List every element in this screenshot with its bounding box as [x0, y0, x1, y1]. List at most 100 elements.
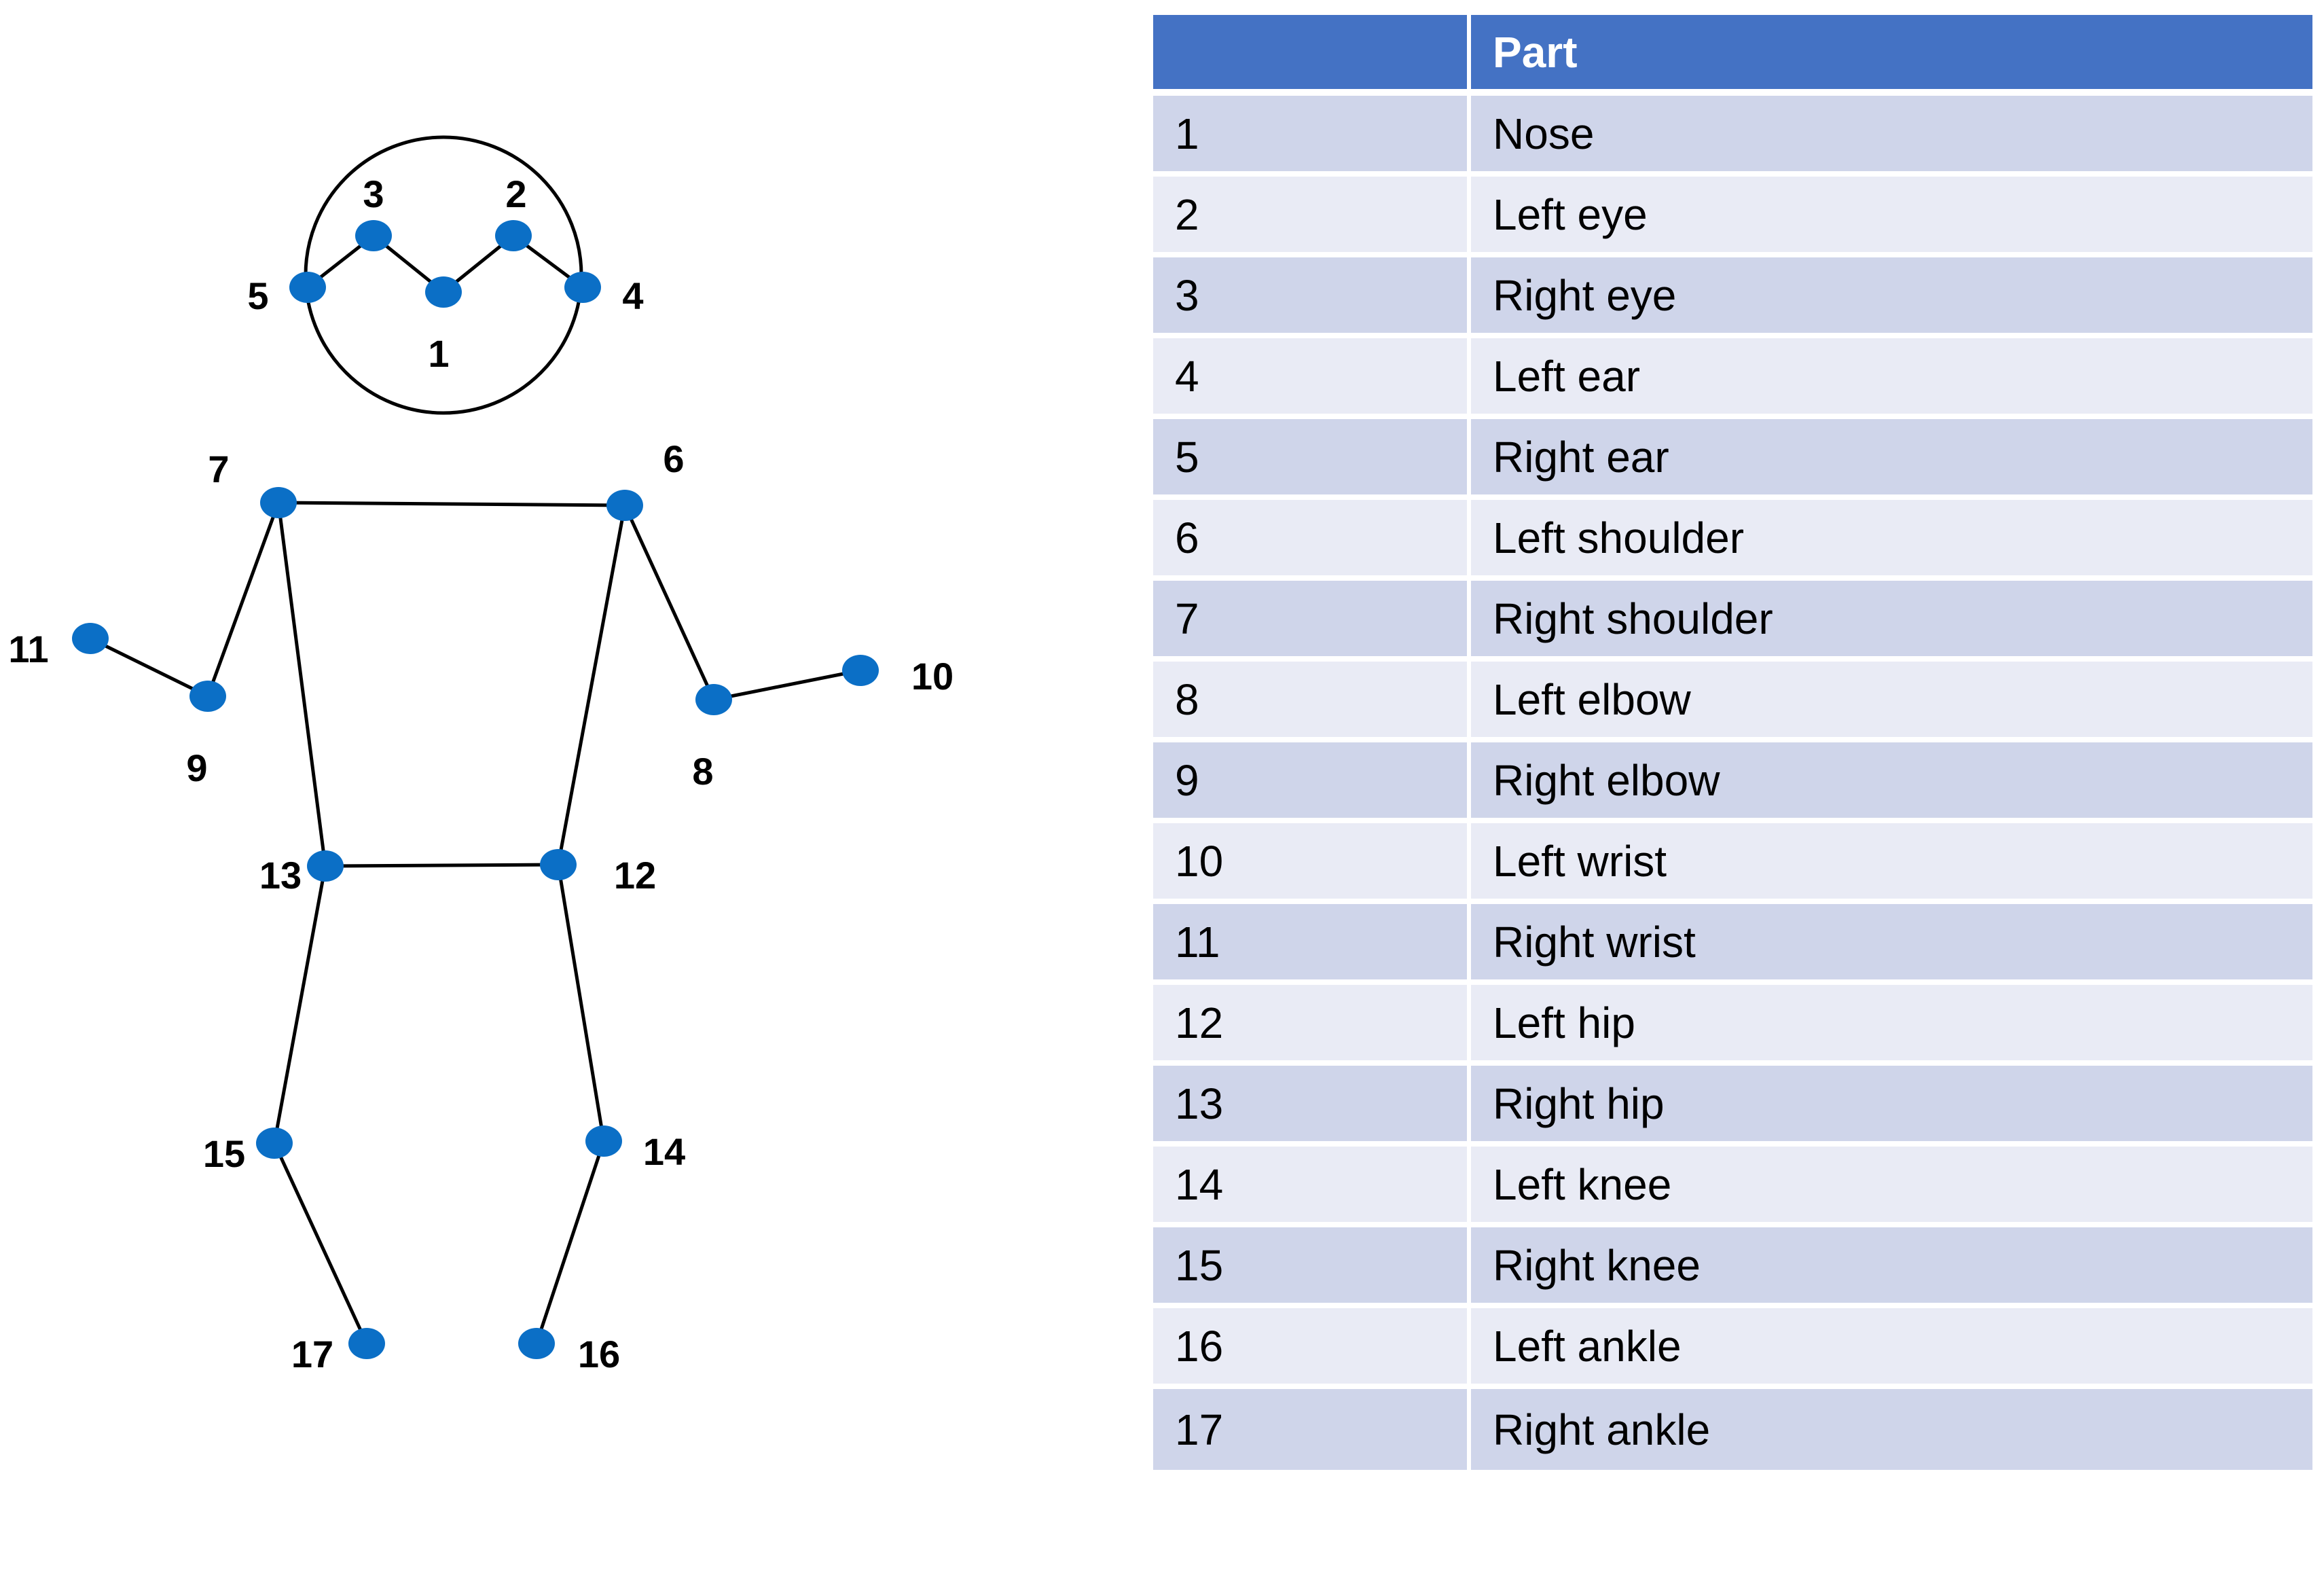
keypoint-label-14: 14 [643, 1130, 685, 1173]
cell-part: Right hip [1471, 1066, 2312, 1147]
bone-7-9 [206, 502, 280, 697]
cell-id: 2 [1153, 177, 1471, 257]
keypoint-label-12: 12 [614, 854, 656, 897]
joint-5 [289, 272, 326, 303]
table-row: 3 Right eye [1153, 257, 2312, 338]
bone-9-11 [89, 636, 209, 698]
cell-part: Right eye [1471, 257, 2312, 338]
bone-14-16 [534, 1140, 606, 1344]
cell-part: Left eye [1471, 177, 2312, 257]
table-row: 12 Left hip [1153, 985, 2312, 1066]
joint-group [72, 220, 879, 1359]
joint-2 [495, 220, 532, 251]
bone-6-8 [623, 504, 716, 701]
table-row: 2 Left eye [1153, 177, 2312, 257]
keypoint-label-10: 10 [911, 655, 954, 698]
joint-9 [189, 681, 226, 712]
header-part: Part [1471, 15, 2312, 96]
cell-id: 6 [1153, 500, 1471, 581]
bone-8-10 [713, 668, 861, 702]
table-row: 1 Nose [1153, 96, 2312, 177]
cell-id: 3 [1153, 257, 1471, 338]
joint-3 [355, 220, 392, 251]
cell-id: 8 [1153, 662, 1471, 742]
cell-id: 15 [1153, 1227, 1471, 1308]
cell-id: 11 [1153, 904, 1471, 985]
joint-1 [425, 276, 462, 308]
bone-12-14 [556, 864, 606, 1142]
joint-12 [540, 849, 577, 880]
keypoint-label-7: 7 [208, 448, 229, 490]
joint-17 [348, 1328, 385, 1359]
cell-id: 4 [1153, 338, 1471, 419]
cell-id: 9 [1153, 742, 1471, 823]
keypoint-label-17: 17 [291, 1333, 333, 1375]
table-row: 17 Right ankle [1153, 1389, 2312, 1470]
joint-13 [307, 850, 344, 882]
cell-id: 16 [1153, 1308, 1471, 1389]
cell-part: Right shoulder [1471, 581, 2312, 662]
keypoint-label-11: 11 [8, 628, 48, 670]
cell-part: Right wrist [1471, 904, 2312, 985]
bone-13-12 [325, 863, 559, 868]
keypoint-label-3: 3 [363, 173, 384, 215]
keypoint-parts-table: Part 1 Nose 2 Left eye 3 Right eye 4 Lef… [1153, 15, 2312, 1470]
bone-7-6 [278, 501, 625, 507]
header-id [1153, 15, 1471, 96]
joint-14 [585, 1125, 622, 1157]
cell-part: Right elbow [1471, 742, 2312, 823]
joint-4 [564, 272, 601, 303]
joint-6 [606, 490, 643, 521]
cell-part: Left shoulder [1471, 500, 2312, 581]
bone-15-17 [272, 1142, 369, 1345]
table-row: 16 Left ankle [1153, 1308, 2312, 1389]
table-row: 11 Right wrist [1153, 904, 2312, 985]
cell-id: 7 [1153, 581, 1471, 662]
table-row: 5 Right ear [1153, 419, 2312, 500]
table-row: 10 Left wrist [1153, 823, 2312, 904]
joint-15 [256, 1128, 293, 1159]
cell-id: 12 [1153, 985, 1471, 1066]
bone-6-12 [556, 505, 627, 865]
cell-part: Right ankle [1471, 1389, 2312, 1470]
keypoint-label-5: 5 [247, 274, 268, 317]
cell-part: Left ear [1471, 338, 2312, 419]
cell-id: 14 [1153, 1147, 1471, 1227]
joint-8 [695, 684, 732, 715]
table-row: 9 Right elbow [1153, 742, 2312, 823]
keypoint-label-6: 6 [663, 437, 684, 480]
table-row: 7 Right shoulder [1153, 581, 2312, 662]
keypoint-label-4: 4 [622, 274, 643, 317]
joint-10 [842, 655, 879, 686]
cell-part: Left knee [1471, 1147, 2312, 1227]
cell-part: Left elbow [1471, 662, 2312, 742]
cell-id: 1 [1153, 96, 1471, 177]
keypoint-label-1: 1 [428, 332, 449, 375]
joint-7 [260, 487, 297, 518]
bone-group [89, 234, 861, 1345]
table-header-row: Part [1153, 15, 2312, 96]
keypoint-label-2: 2 [505, 173, 526, 215]
cell-part: Left ankle [1471, 1308, 2312, 1389]
table-row: 13 Right hip [1153, 1066, 2312, 1147]
keypoint-label-15: 15 [203, 1132, 245, 1175]
cell-id: 17 [1153, 1389, 1471, 1470]
table-row: 8 Left elbow [1153, 662, 2312, 742]
cell-part: Right ear [1471, 419, 2312, 500]
joint-11 [72, 623, 109, 654]
cell-id: 5 [1153, 419, 1471, 500]
cell-id: 13 [1153, 1066, 1471, 1147]
keypoint-label-16: 16 [578, 1333, 620, 1375]
cell-part: Nose [1471, 96, 2312, 177]
keypoint-label-8: 8 [692, 750, 713, 793]
table-row: 15 Right knee [1153, 1227, 2312, 1308]
keypoint-label-9: 9 [186, 746, 207, 789]
bone-13-15 [272, 865, 327, 1144]
table-row: 4 Left ear [1153, 338, 2312, 419]
table-row: 6 Left shoulder [1153, 500, 2312, 581]
joint-16 [518, 1328, 555, 1359]
keypoint-label-13: 13 [259, 854, 302, 897]
table-row: 14 Left knee [1153, 1147, 2312, 1227]
